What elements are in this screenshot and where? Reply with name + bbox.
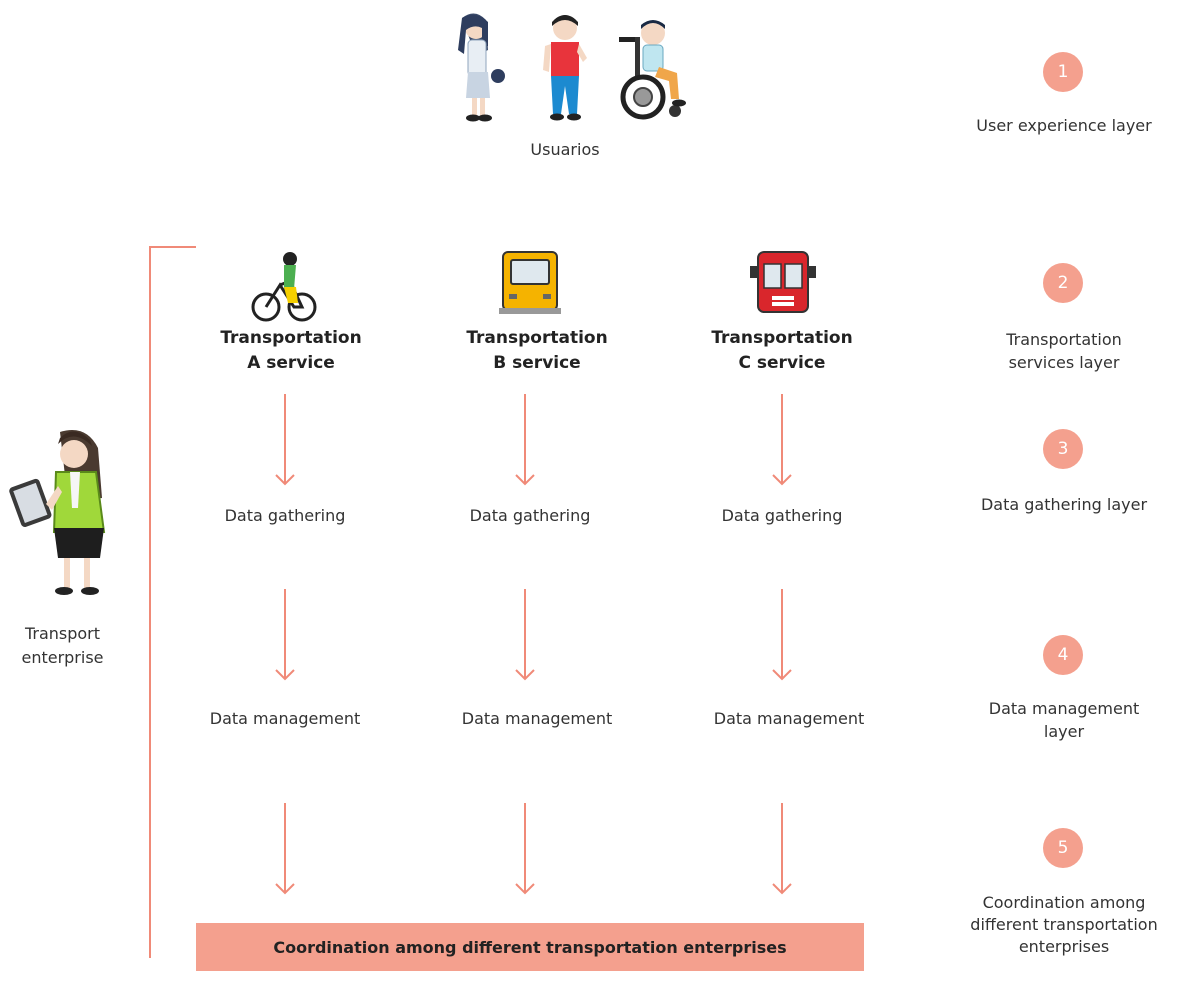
service-b-title-line2: B service <box>493 353 581 373</box>
arrow-a-1 <box>275 393 295 485</box>
service-a-title-line2: A service <box>247 353 335 373</box>
wheelchair-user-icon <box>619 20 686 120</box>
service-b-data-gathering: Data gathering <box>469 506 591 525</box>
arrow-b-3 <box>515 802 535 894</box>
service-c-title: Transportation C service <box>682 326 882 376</box>
layer-1-badge: 1 <box>1043 52 1083 92</box>
woman-walking-icon <box>458 13 505 122</box>
service-c-title-line2: C service <box>738 353 826 373</box>
layer-5-label: Coordination among different transportat… <box>954 892 1174 958</box>
service-b-title: Transportation B service <box>437 326 637 376</box>
layer-4-badge: 4 <box>1043 635 1083 675</box>
users-label: Usuarios <box>530 140 600 159</box>
layer-1-label: User experience layer <box>954 114 1174 137</box>
service-a-title-line1: Transportation <box>220 328 362 348</box>
layer-3-label-line1: Data gathering layer <box>980 495 1148 514</box>
layer-4-label: Data management layer <box>954 697 1174 743</box>
layer-5-label-line2: different transportation <box>970 915 1158 934</box>
service-c-data-gathering: Data gathering <box>721 506 843 525</box>
users-group: Usuarios <box>435 10 705 170</box>
man-walking-icon <box>543 15 587 121</box>
service-b-title-line1: Transportation <box>466 328 608 348</box>
arrow-c-3 <box>772 802 792 894</box>
layer-4-label-line1: Data management <box>988 699 1140 718</box>
bicycle-icon <box>251 252 317 322</box>
layer-2-label-line2: services layer <box>1008 353 1120 372</box>
service-c-data-management: Data management <box>713 709 865 728</box>
service-a-data-gathering: Data gathering <box>224 506 346 525</box>
service-c-title-line1: Transportation <box>711 328 853 348</box>
woman-with-tablet-icon <box>9 430 106 595</box>
arrow-a-2 <box>275 588 295 680</box>
bus-icon <box>750 251 816 313</box>
layer-4-label-line2: layer <box>1043 722 1085 741</box>
enterprise-label-line1: Transport <box>24 624 101 643</box>
enterprise-label: Transport enterprise <box>0 622 125 670</box>
enterprise-label-line2: enterprise <box>21 648 104 667</box>
train-icon <box>499 251 561 314</box>
layer-5-label-line1: Coordination among <box>982 893 1146 912</box>
arrow-b-1 <box>515 393 535 485</box>
layer-3-badge: 3 <box>1043 429 1083 469</box>
service-a-title: Transportation A service <box>191 326 391 376</box>
layer-3-label: Data gathering layer <box>954 493 1174 516</box>
layer-1-label-line1: User experience layer <box>976 116 1152 135</box>
arrow-c-1 <box>772 393 792 485</box>
service-b-data-management: Data management <box>461 709 613 728</box>
layer-2-badge: 2 <box>1043 263 1083 303</box>
coordination-bar: Coordination among different transportat… <box>196 923 864 971</box>
arrow-a-3 <box>275 802 295 894</box>
layer-5-badge: 5 <box>1043 828 1083 868</box>
layer-2-label: Transportation services layer <box>954 328 1174 374</box>
arrow-b-2 <box>515 588 535 680</box>
arrow-c-2 <box>772 588 792 680</box>
layer-2-label-line1: Transportation <box>1006 330 1122 349</box>
layer-5-label-line3: enterprises <box>1018 937 1110 956</box>
service-a-data-management: Data management <box>209 709 361 728</box>
